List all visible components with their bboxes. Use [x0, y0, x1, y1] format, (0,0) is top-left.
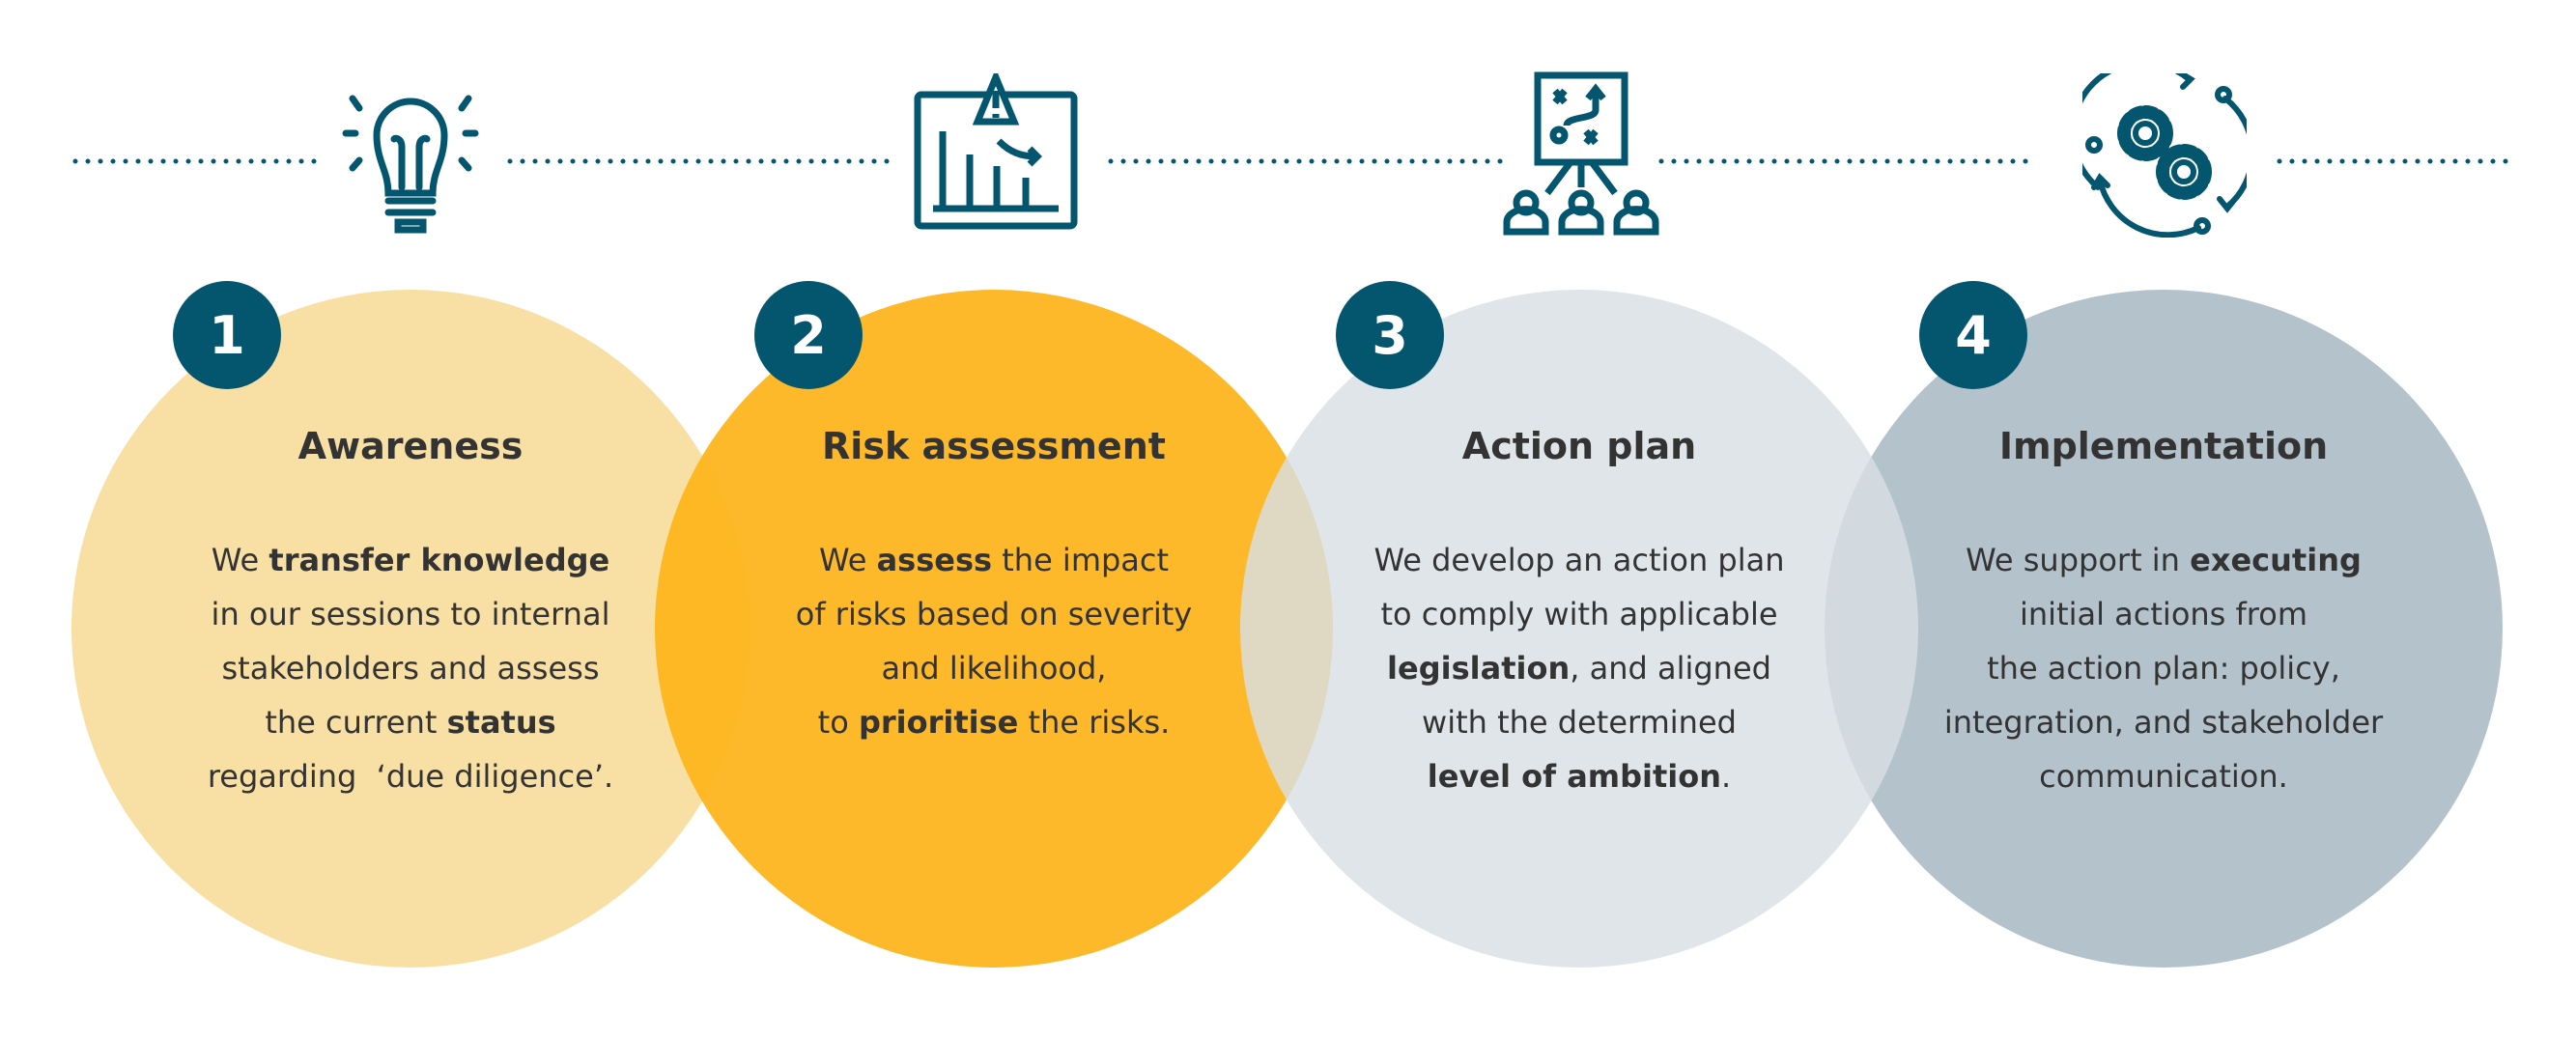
text-segment: communication. — [2039, 758, 2288, 795]
text-segment: the current — [265, 704, 447, 741]
step-title: Awareness — [297, 425, 524, 467]
step-circle-4 — [1825, 290, 2503, 968]
description-line: level of ambition. — [1309, 749, 1850, 803]
text-segment: to comply with applicable — [1380, 596, 1778, 632]
text-segment: We — [211, 542, 269, 578]
lightbulb-icon — [342, 95, 479, 234]
emphasis-text: status — [446, 704, 556, 741]
step-title: Action plan — [1461, 425, 1697, 467]
step-number: 1 — [209, 304, 245, 366]
step-number: 3 — [1372, 304, 1408, 366]
description-line: regarding ‘due diligence’. — [140, 749, 681, 803]
text-segment: with the determined — [1422, 704, 1737, 741]
text-segment: initial actions from — [2020, 596, 2307, 632]
description-line: with the determined — [1309, 695, 1850, 749]
step-title: Risk assessment — [822, 425, 1166, 467]
step-description: We transfer knowledge in our sessions to … — [140, 533, 681, 803]
text-segment: to — [817, 704, 859, 741]
emphasis-text: prioritise — [858, 704, 1019, 741]
description-line: and likelihood, — [723, 641, 1264, 695]
step-title: Implementation — [1998, 425, 2329, 467]
text-segment: in our sessions to internal — [211, 596, 610, 632]
risk-chart-warning-icon — [914, 73, 1078, 230]
step-circle-3 — [1240, 290, 1918, 968]
description-line: stakeholders and assess — [140, 641, 681, 695]
text-segment: regarding ‘due diligence’. — [207, 758, 614, 795]
description-line: We support in executing — [1893, 533, 2434, 587]
emphasis-text: level of ambition — [1427, 758, 1722, 795]
step-number-badge-3: 3 — [1336, 281, 1444, 389]
emphasis-text: executing — [2190, 542, 2362, 578]
description-line: initial actions from — [1893, 587, 2434, 641]
step-description: We develop an action plan to comply with … — [1309, 533, 1850, 803]
step-number: 4 — [1955, 304, 1992, 366]
description-line: the current status — [140, 695, 681, 749]
text-segment: We support in — [1966, 542, 2191, 578]
step-description: We assess the impact of risks based on se… — [723, 533, 1264, 749]
description-line: of risks based on severity — [723, 587, 1264, 641]
step-number-badge-2: 2 — [754, 281, 863, 389]
step-number: 2 — [790, 304, 827, 366]
description-line: communication. — [1893, 749, 2434, 803]
description-line: legislation, and aligned — [1309, 641, 1850, 695]
text-segment: We — [818, 542, 877, 578]
gears-cycle-icon — [2082, 73, 2247, 238]
text-segment: . — [1721, 758, 1732, 795]
text-segment: stakeholders and assess — [221, 650, 600, 687]
emphasis-text: legislation — [1387, 650, 1571, 687]
description-line: We develop an action plan — [1309, 533, 1850, 587]
text-segment: the risks. — [1018, 704, 1171, 741]
text-segment: of risks based on severity — [795, 596, 1193, 632]
description-line: the action plan: policy, — [1893, 641, 2434, 695]
step-circle-2 — [655, 290, 1333, 968]
strategy-board-team-icon — [1503, 71, 1659, 236]
step-number-badge-4: 4 — [1919, 281, 2027, 389]
text-segment: the action plan: policy, — [1987, 650, 2340, 687]
description-line: to comply with applicable — [1309, 587, 1850, 641]
description-line: integration, and stakeholder — [1893, 695, 2434, 749]
text-segment: and likelihood, — [881, 650, 1107, 687]
step-number-badge-1: 1 — [173, 281, 281, 389]
description-line: We assess the impact — [723, 533, 1264, 587]
step-description: We support in executing initial actions f… — [1893, 533, 2434, 803]
step-circle-1 — [71, 290, 750, 968]
description-line: to prioritise the risks. — [723, 695, 1264, 749]
text-segment: integration, and stakeholder — [1943, 704, 2384, 741]
description-line: in our sessions to internal — [140, 587, 681, 641]
text-segment: the impact — [992, 542, 1170, 578]
text-segment: We develop an action plan — [1373, 542, 1785, 578]
emphasis-text: transfer knowledge — [269, 542, 610, 578]
text-segment: , and aligned — [1570, 650, 1771, 687]
emphasis-text: assess — [876, 542, 993, 578]
description-line: We transfer knowledge — [140, 533, 681, 587]
